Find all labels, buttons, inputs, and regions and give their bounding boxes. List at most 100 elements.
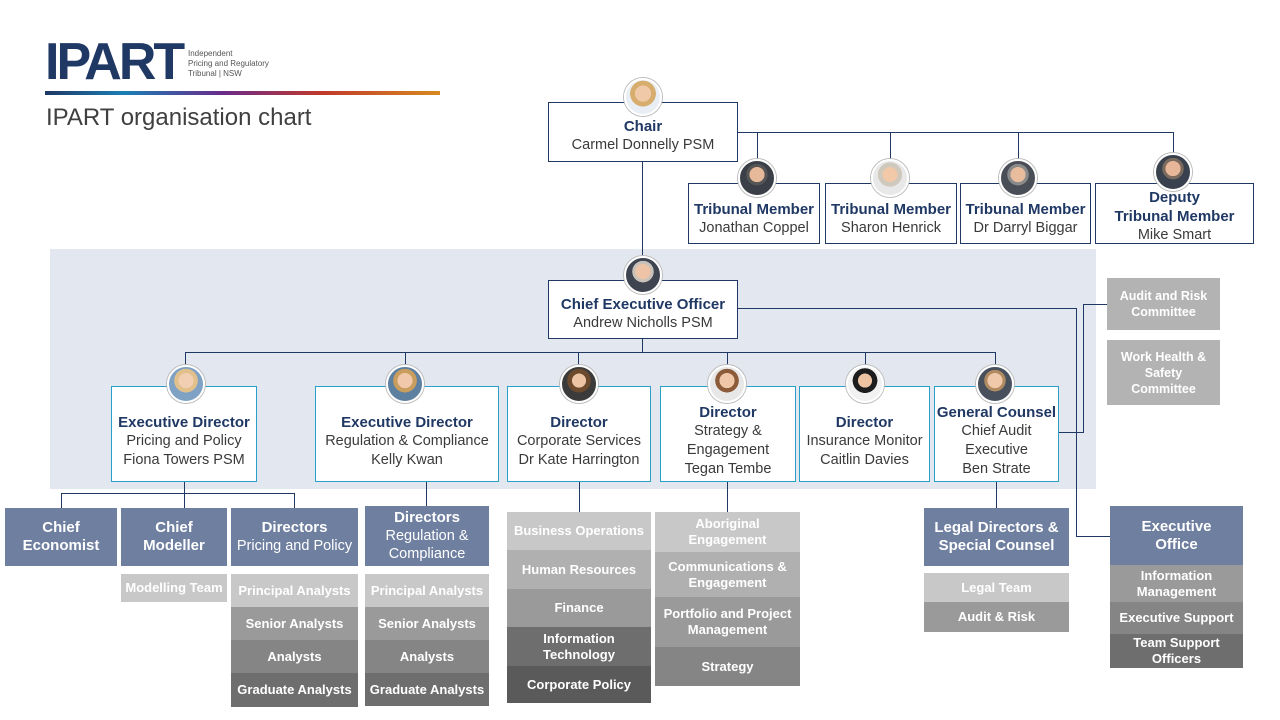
tribunal-member-name: Sharon Henrick — [841, 219, 941, 236]
pricing-team[interactable]: Senior Analysts — [231, 607, 358, 640]
team-line: Strategy — [701, 658, 754, 674]
team-line: Management — [687, 622, 768, 637]
modelling-team[interactable]: Modelling Team — [121, 574, 227, 602]
box-line: Chief — [155, 519, 193, 536]
committee-line: Audit and Risk — [1119, 289, 1208, 303]
tribunal-avatar — [999, 159, 1037, 197]
tribunal-member-name: Dr Darryl Biggar — [973, 219, 1078, 236]
chief-economist-box[interactable]: Chief Economist — [5, 508, 117, 566]
exec-line: Corporate Services — [516, 432, 642, 449]
strategy-team[interactable]: Portfolio and Project Management — [655, 597, 800, 647]
exec-line: Regulation & Compliance — [325, 432, 489, 449]
box-sub: Compliance — [388, 546, 466, 562]
regulation-team[interactable]: Analysts — [365, 640, 489, 673]
team-line: Information — [543, 630, 615, 646]
exec-title: Executive Director — [341, 413, 473, 431]
team-line: Management — [1136, 583, 1217, 599]
corporate-team[interactable]: Information Technology — [507, 627, 651, 666]
connector — [185, 352, 995, 353]
connector — [184, 481, 185, 493]
deputy-tribunal-member-card[interactable]: Deputy Tribunal Member Mike Smart — [1095, 183, 1254, 244]
chair-card[interactable]: Chair Carmel Donnelly PSM — [548, 102, 738, 162]
logo-sub-line-2: Pricing and Regulatory — [188, 59, 269, 68]
corporate-team[interactable]: Finance — [507, 589, 651, 627]
pricing-team[interactable]: Principal Analysts — [231, 574, 358, 607]
ceo-avatar — [624, 256, 662, 294]
box-line: Chief — [42, 519, 80, 536]
executive-office-box[interactable]: Executive Office — [1110, 506, 1243, 565]
team-line: Portfolio and Project — [663, 606, 792, 621]
strategy-team[interactable]: Communications & Engagement — [655, 552, 800, 597]
committee-line: Work Health & — [1120, 349, 1207, 364]
legal-team[interactable]: Legal Team — [924, 573, 1069, 602]
corporate-team[interactable]: Corporate Policy — [507, 666, 651, 703]
exec-title: Director — [835, 413, 894, 431]
connector — [184, 493, 185, 508]
team-line: Team Support — [1133, 635, 1220, 650]
corporate-team[interactable]: Human Resources — [507, 550, 651, 589]
tribunal-member-title: Tribunal Member — [965, 200, 1086, 218]
regulation-team[interactable]: Graduate Analysts — [365, 673, 489, 706]
audit-risk-committee[interactable]: Audit and Risk Committee — [1107, 278, 1220, 330]
exec-line: Insurance Monitor — [806, 432, 923, 449]
strategy-team[interactable]: Strategy — [655, 647, 800, 686]
team-line: Technology — [543, 646, 615, 662]
connector — [426, 481, 427, 506]
tribunal-avatar — [1154, 153, 1192, 191]
pricing-team[interactable]: Graduate Analysts — [231, 673, 358, 707]
exec-title: Director — [699, 404, 757, 421]
team-line: Engagement — [688, 574, 767, 590]
exec-line: Pricing and Policy — [126, 432, 242, 449]
connector — [1058, 432, 1083, 433]
box-line: Modeller — [143, 537, 205, 554]
whs-committee[interactable]: Work Health & Safety Committee — [1107, 340, 1220, 405]
box-title: Directors — [394, 509, 460, 526]
team-line: Business Operations — [513, 523, 645, 538]
exec-line: Ben Strate — [962, 461, 1031, 477]
strategy-team[interactable]: Aboriginal Engagement — [655, 512, 800, 552]
connector — [757, 132, 758, 184]
tribunal-member-name: Jonathan Coppel — [699, 219, 809, 236]
connector — [1076, 308, 1077, 536]
connector — [61, 493, 62, 508]
exec-office-team[interactable]: Executive Support — [1110, 602, 1243, 634]
deputy-name: Mike Smart — [1137, 227, 1212, 243]
exec-office-team[interactable]: Information Management — [1110, 565, 1243, 602]
box-line: Economist — [22, 537, 100, 554]
exec-line: Chief Audit — [961, 423, 1032, 439]
connector — [642, 338, 643, 353]
logo-underline — [45, 91, 440, 95]
regulation-team[interactable]: Senior Analysts — [365, 607, 489, 640]
corporate-team[interactable]: Business Operations — [507, 512, 651, 550]
ipart-logo: IPART Independent Pricing and Regulatory… — [45, 36, 298, 88]
exec-title: Executive Director — [118, 413, 250, 431]
legal-directors-box[interactable]: Legal Directors & Special Counsel — [924, 508, 1069, 566]
exec-line: Engagement — [686, 442, 770, 458]
directors-pricing-box[interactable]: Directors Pricing and Policy — [231, 508, 358, 566]
tribunal-avatar — [871, 159, 909, 197]
connector — [294, 493, 295, 508]
logo-sub-line-3: Tribunal | NSW — [188, 69, 242, 78]
logo-subtitle: Independent Pricing and Regulatory Tribu… — [188, 49, 298, 79]
chair-title: Chair — [623, 118, 663, 135]
team-line: Officers — [1151, 651, 1202, 666]
exec-avatar — [560, 365, 598, 403]
pricing-team[interactable]: Analysts — [231, 640, 358, 673]
regulation-team[interactable]: Principal Analysts — [365, 574, 489, 607]
box-line: Office — [1155, 535, 1198, 553]
legal-team[interactable]: Audit & Risk — [924, 602, 1069, 632]
exec-avatar — [846, 365, 884, 403]
tribunal-member-title: Tribunal Member — [693, 200, 815, 218]
ceo-name: Andrew Nicholls PSM — [573, 314, 713, 331]
exec-office-team[interactable]: Team Support Officers — [1110, 634, 1243, 668]
committee-line: Committee — [1131, 305, 1196, 319]
connector — [1083, 304, 1107, 305]
directors-regulation-box[interactable]: Directors Regulation & Compliance — [365, 506, 489, 566]
box-line: Legal Directors & — [934, 519, 1059, 536]
team-line: Finance — [554, 600, 604, 615]
director-strategy-engagement-card[interactable]: Director Strategy & Engagement Tegan Tem… — [660, 386, 796, 482]
chief-modeller-box[interactable]: Chief Modeller — [121, 508, 227, 566]
team-line: Information — [1140, 567, 1213, 583]
logo-wordmark: IPART — [45, 33, 185, 91]
exec-title: Director — [550, 413, 608, 431]
